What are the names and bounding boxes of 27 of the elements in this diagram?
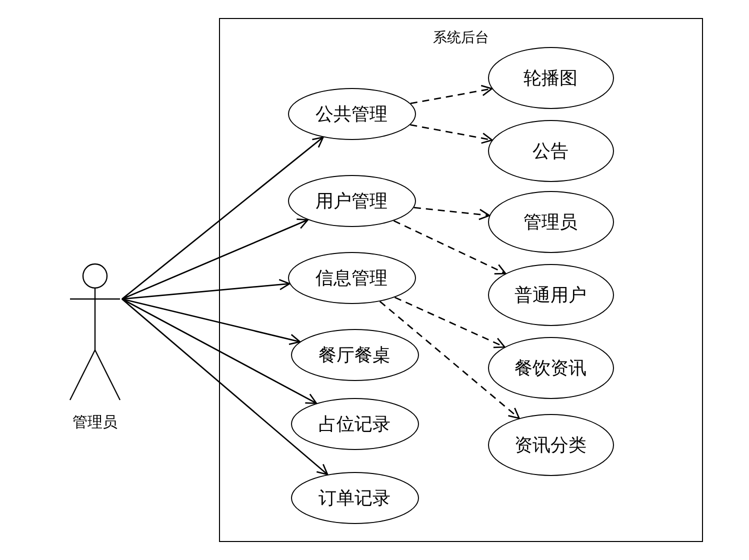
use-case-ellipse: 公共管理 bbox=[288, 88, 416, 140]
arrow bbox=[122, 298, 301, 345]
use-case-ellipse: 轮播图 bbox=[488, 46, 614, 108]
arrow bbox=[122, 136, 324, 300]
arrow bbox=[122, 298, 318, 404]
use-case-ellipse: 订单记录 bbox=[290, 472, 418, 524]
dashed-arrow bbox=[379, 300, 520, 419]
boundary-title: 系统后台 bbox=[433, 29, 489, 47]
arrow bbox=[122, 298, 328, 476]
use-case-ellipse: 公告 bbox=[488, 120, 614, 182]
arrow bbox=[122, 218, 309, 300]
dashed-arrow bbox=[410, 84, 493, 104]
use-case-ellipse: 普通用户 bbox=[488, 264, 614, 326]
use-case-ellipse: 信息管理 bbox=[288, 252, 416, 304]
dashed-arrow bbox=[393, 220, 506, 274]
actor-label: 管理员 bbox=[72, 413, 118, 432]
arrow bbox=[122, 278, 290, 300]
use-case-ellipse: 占位记录 bbox=[290, 398, 418, 450]
dashed-arrow bbox=[394, 296, 506, 348]
use-case-ellipse: 用户管理 bbox=[288, 174, 416, 226]
use-case-ellipse: 餐饮资讯 bbox=[488, 336, 614, 398]
system-boundary bbox=[219, 18, 703, 542]
dashed-arrow bbox=[414, 206, 490, 220]
use-case-ellipse: 餐厅餐桌 bbox=[290, 328, 418, 380]
use-case-ellipse: 资讯分类 bbox=[488, 414, 614, 476]
dashed-arrow bbox=[410, 124, 493, 144]
use-case-ellipse: 管理员 bbox=[488, 190, 614, 252]
